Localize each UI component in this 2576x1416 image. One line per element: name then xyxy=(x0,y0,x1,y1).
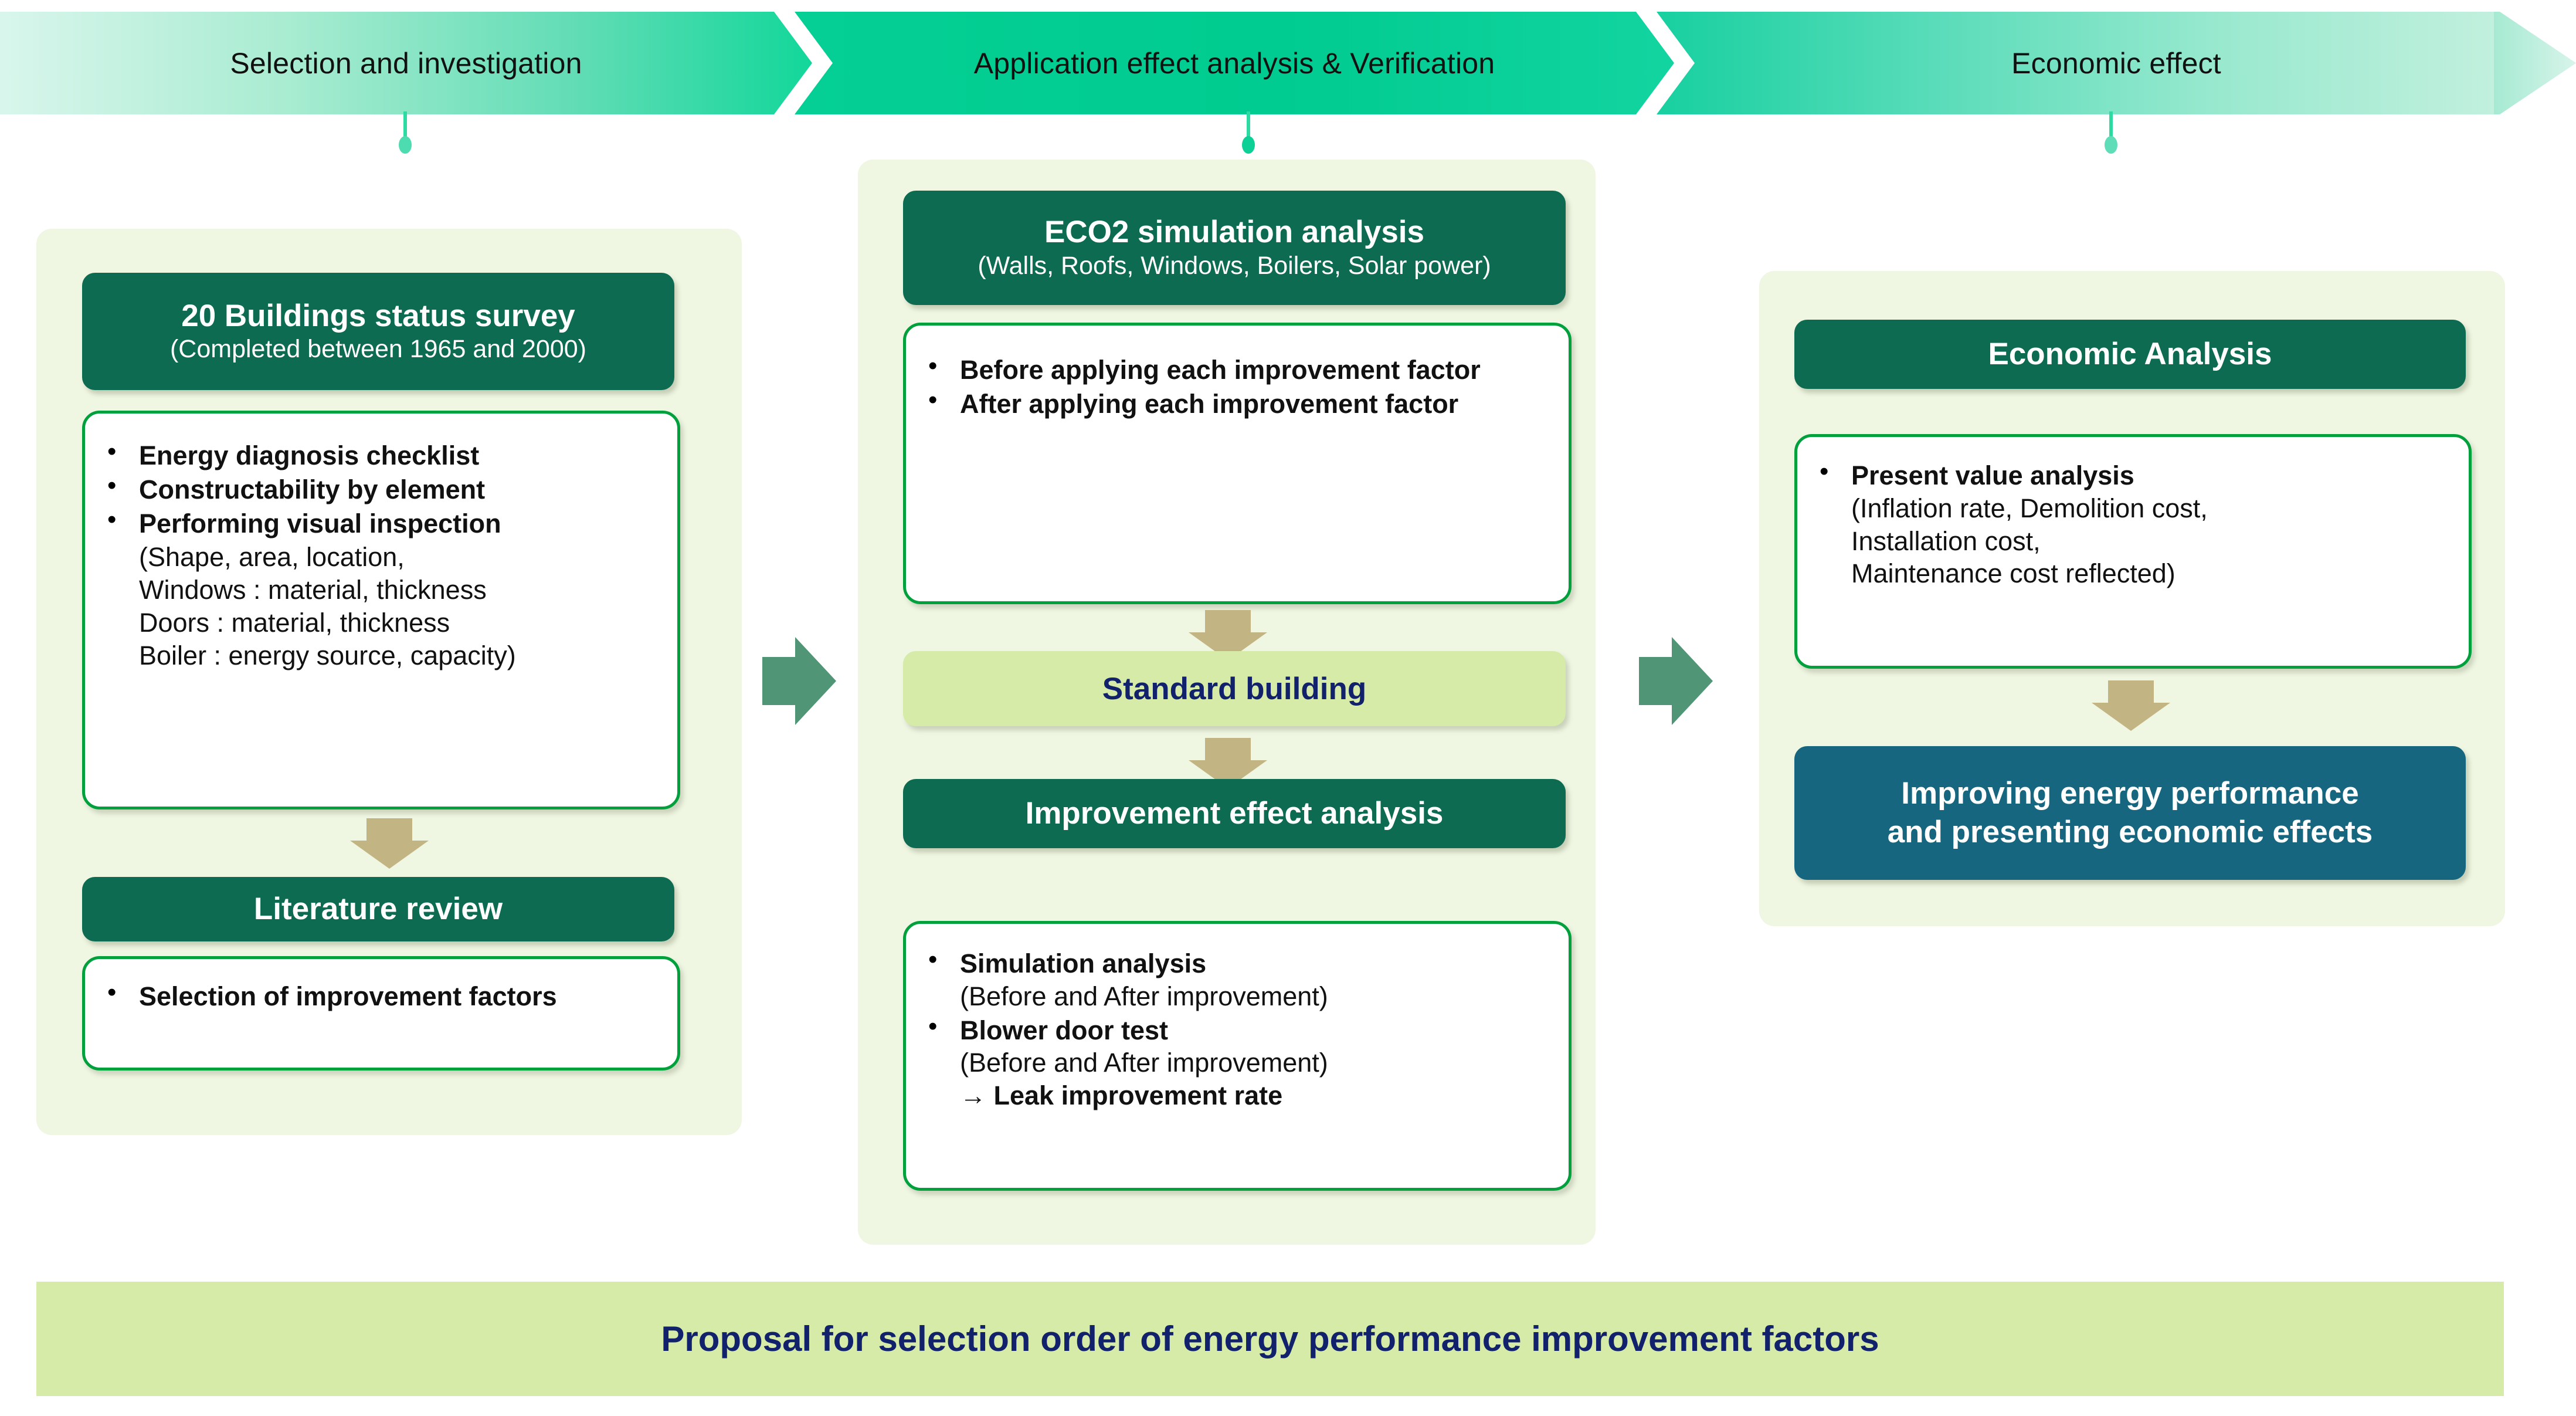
down-arrow-icon-mid-1 xyxy=(1189,610,1267,660)
left-detail-line-2: Windows : material, thickness xyxy=(139,575,487,605)
left-header-subtitle: (Completed between 1965 and 2000) xyxy=(169,335,586,364)
right-arrow-icon-stage2-to-3 xyxy=(1639,637,1713,725)
mid-improvement-title: Improvement effect analysis xyxy=(1025,796,1444,831)
right-arrow-icon-stage1-to-2 xyxy=(762,637,836,725)
mid-standard-building-box: Standard building xyxy=(903,651,1566,726)
down-arrow-icon-left xyxy=(350,818,429,869)
left-literature-box: Selection of improvement factors xyxy=(82,956,680,1071)
mid-header-subtitle: (Walls, Roofs, Windows, Boilers, Solar p… xyxy=(978,251,1491,280)
bottom-proposal-label: Proposal for selection order of energy p… xyxy=(661,1319,1879,1359)
left-detail-line-1: (Shape, area, location, xyxy=(139,542,405,573)
leak-improvement-arrow-line: → Leak improvement rate xyxy=(960,1080,1283,1111)
right-outcome-line1: Improving energy performance xyxy=(1901,775,2359,811)
left-literature-title: Literature review xyxy=(253,892,503,927)
stage-chevron-application[interactable]: Application effect analysis & Verificati… xyxy=(795,12,1674,114)
down-arrow-icon-right xyxy=(2092,680,2170,731)
left-survey-details-box: Energy diagnosis checklist Constructabil… xyxy=(82,411,680,809)
list-item: Energy diagnosis checklist xyxy=(85,437,677,472)
bottom-proposal-banner: Proposal for selection order of energy p… xyxy=(36,1282,2504,1396)
mid-header-eco2: ECO2 simulation analysis (Walls, Roofs, … xyxy=(903,191,1566,305)
stage-connector-line-1 xyxy=(403,111,407,144)
process-stage-banner: Selection and investigation Application … xyxy=(0,12,2576,114)
list-item: After applying each improvement factor xyxy=(906,385,1569,421)
list-item: Simulation analysis (Before and After im… xyxy=(906,945,1569,1013)
right-economic-details-box: Present value analysis (Inflation rate, … xyxy=(1794,434,2472,669)
stage-connector-dot-2 xyxy=(1242,136,1255,154)
list-item: Performing visual inspection xyxy=(85,505,677,540)
left-detail-line-3: Doors : material, thickness xyxy=(139,607,450,638)
left-header-title: 20 Buildings status survey xyxy=(181,298,575,333)
stage-chevron-economic[interactable]: Economic effect xyxy=(1657,12,2576,114)
stage-label-selection: Selection and investigation xyxy=(230,46,582,80)
list-item: Present value analysis (Inflation rate, … xyxy=(1797,457,2469,590)
list-item: Constructability by element xyxy=(85,471,677,506)
list-item: Selection of improvement factors xyxy=(85,978,677,1013)
stage-connector-dot-1 xyxy=(399,136,412,154)
down-arrow-icon-mid-2 xyxy=(1189,738,1267,788)
mid-header-title: ECO2 simulation analysis xyxy=(1044,215,1424,250)
stage-connector-dot-3 xyxy=(2105,136,2117,154)
mid-standard-building-label: Standard building xyxy=(1102,671,1367,706)
stage-chevron-selection[interactable]: Selection and investigation xyxy=(0,12,812,114)
right-header-title: Economic Analysis xyxy=(1988,337,2272,372)
right-header-economic: Economic Analysis xyxy=(1794,320,2466,389)
stage-connector-line-2 xyxy=(1247,111,1250,144)
mid-eco2-details-box: Before applying each improvement factor … xyxy=(903,323,1572,604)
left-header-literature: Literature review xyxy=(82,877,674,941)
stage-label-economic: Economic effect xyxy=(2011,46,2221,80)
stage-connector-line-3 xyxy=(2109,111,2113,144)
right-outcome-line2: and presenting economic effects xyxy=(1887,815,2373,849)
left-detail-line-4: Boiler : energy source, capacity) xyxy=(139,640,516,670)
mid-header-improvement: Improvement effect analysis xyxy=(903,779,1566,848)
stage-label-application: Application effect analysis & Verificati… xyxy=(973,46,1495,80)
mid-improvement-details-box: Simulation analysis (Before and After im… xyxy=(903,921,1572,1191)
list-item: Before applying each improvement factor xyxy=(906,351,1569,387)
list-item: Blower door test (Before and After impro… xyxy=(906,1012,1569,1112)
right-outcome-box: Improving energy performance and present… xyxy=(1794,746,2466,880)
left-header-survey: 20 Buildings status survey (Completed be… xyxy=(82,273,674,390)
